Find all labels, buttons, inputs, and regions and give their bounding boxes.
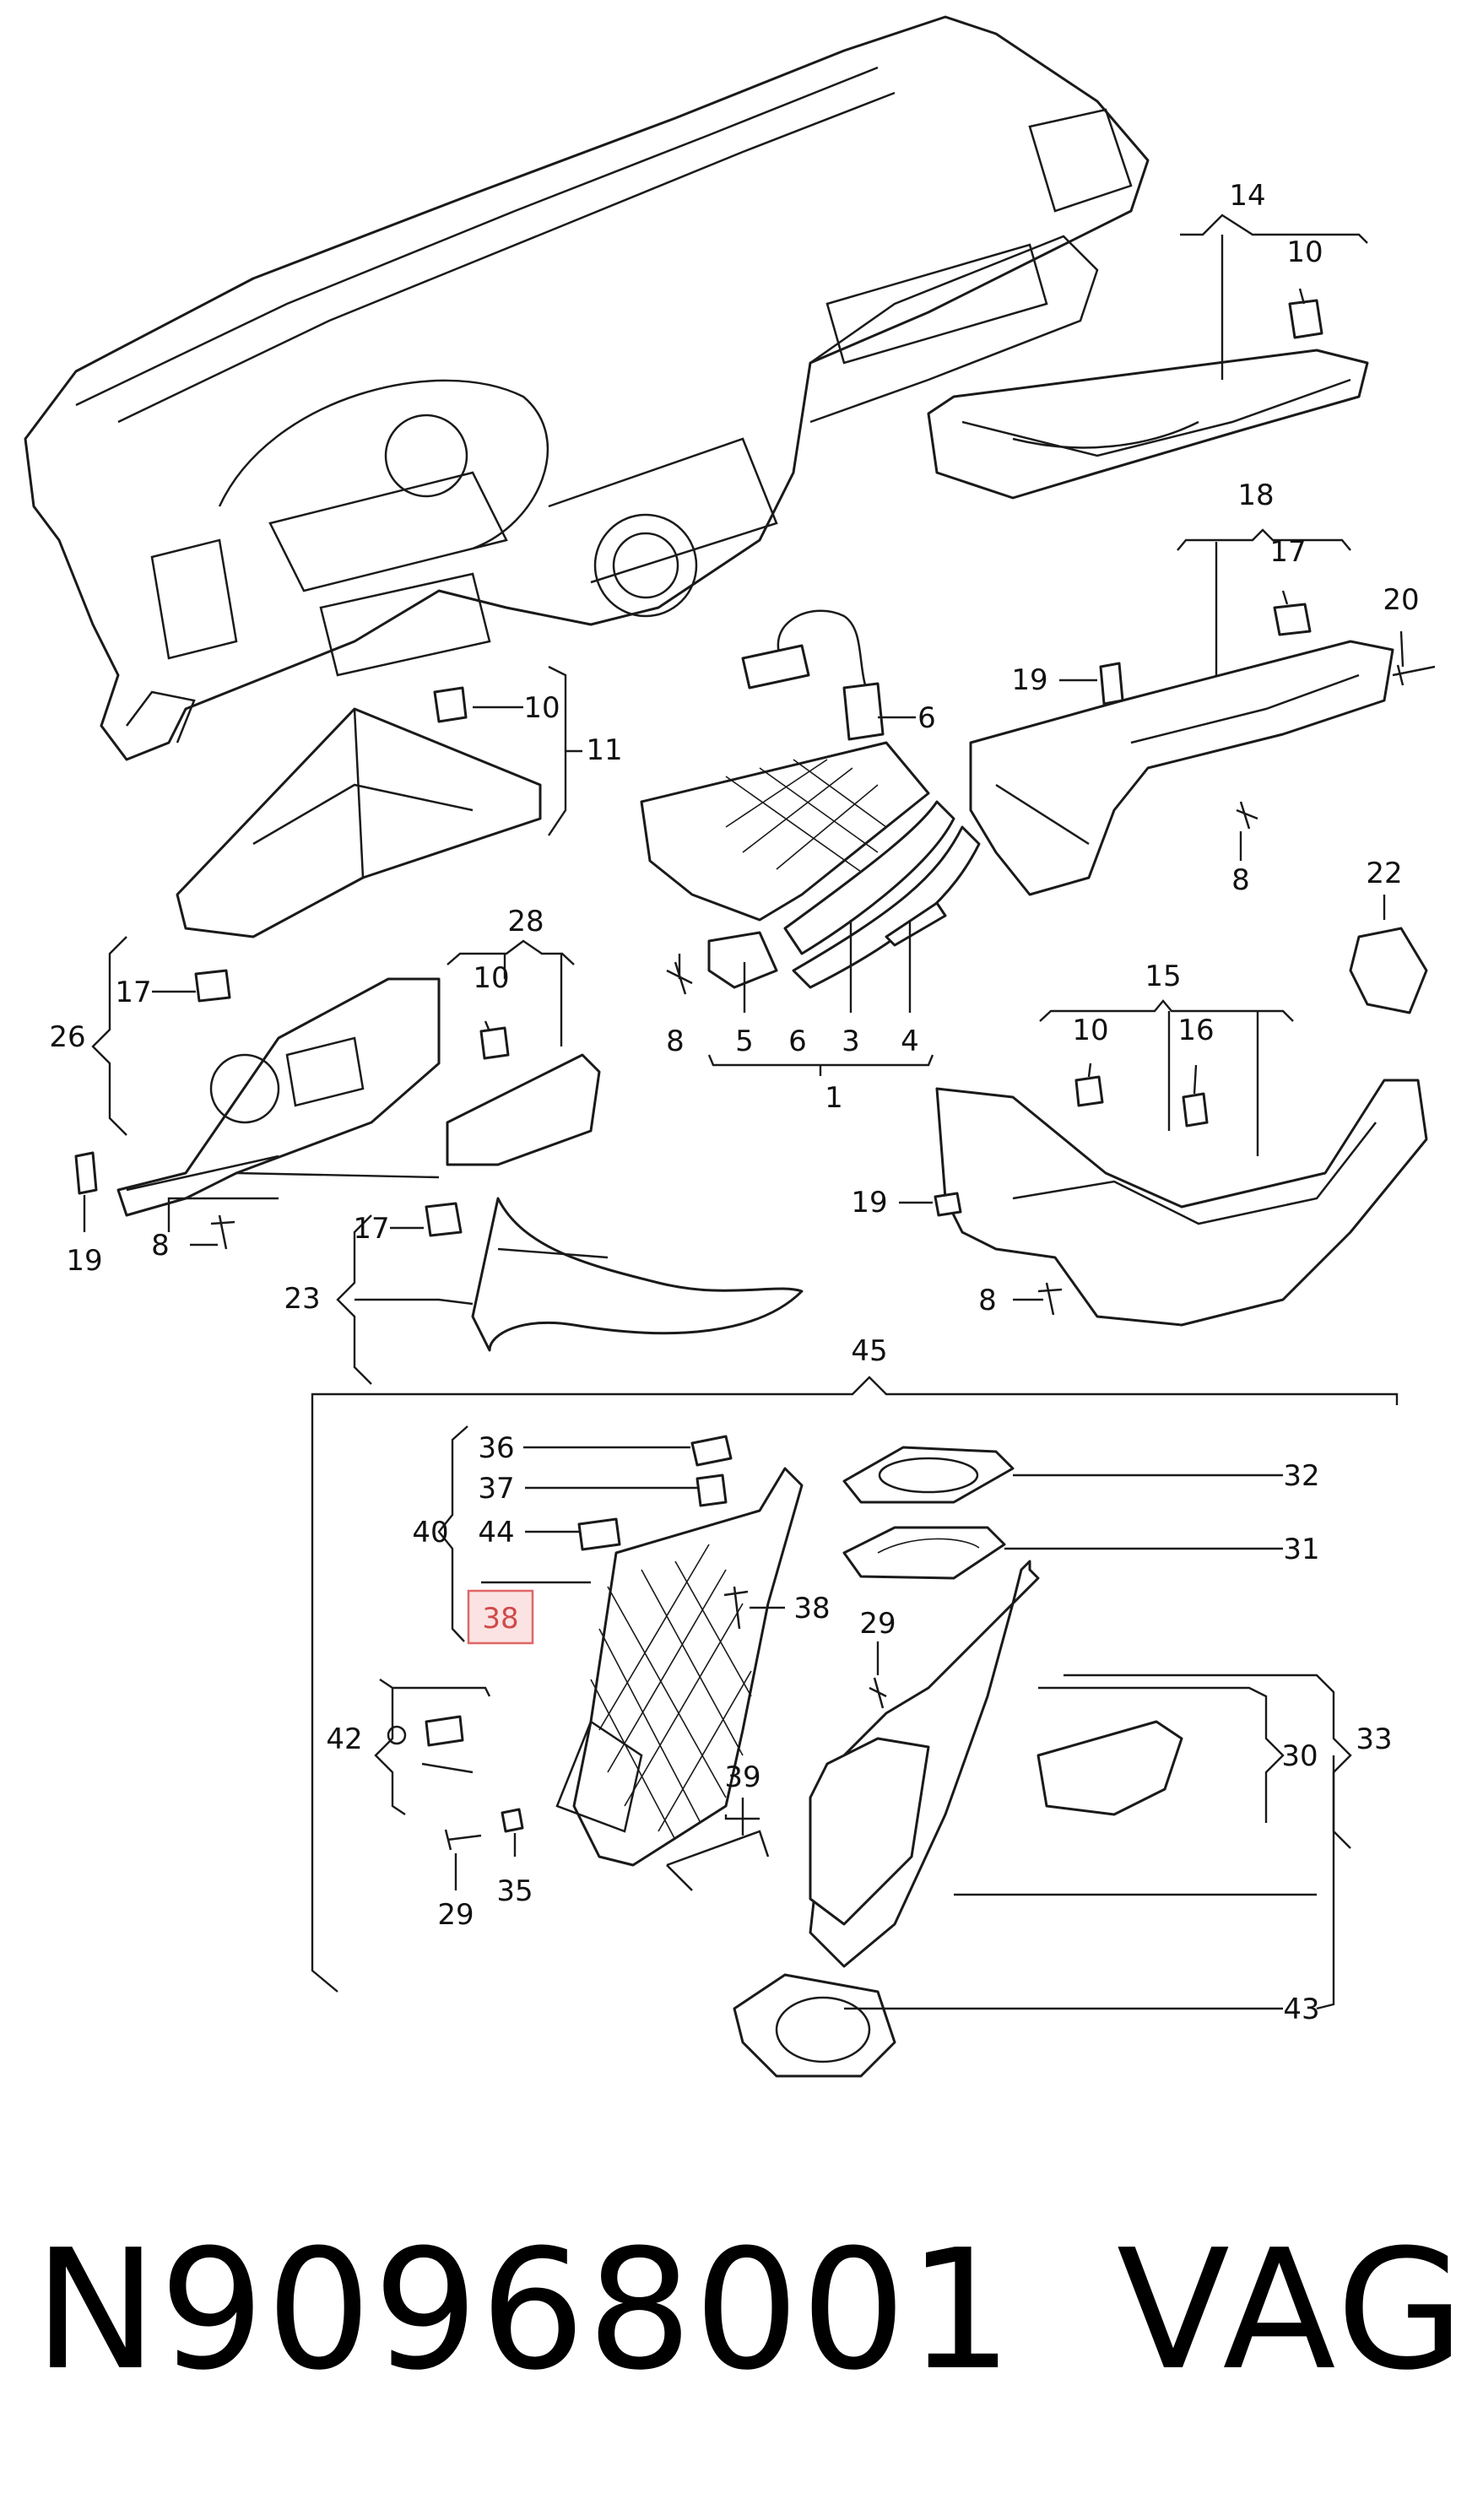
callout-10: 10: [523, 691, 560, 725]
part-29-screw-b: [444, 1829, 482, 1851]
callout-30: 30: [1281, 1739, 1318, 1773]
callout-8: 8: [978, 1284, 997, 1317]
part-26-illustration: [116, 977, 441, 1217]
part-42-illustration: [387, 1715, 474, 1774]
callout-31: 31: [1283, 1533, 1319, 1566]
part-8-screw-d: [1037, 1282, 1063, 1316]
part-40-lid-illustration: [555, 1467, 804, 1867]
part-44-clip: [577, 1517, 621, 1551]
part-19-clip-a: [1099, 662, 1124, 706]
part-23-illustration: [471, 1197, 804, 1352]
callout-6: 6: [788, 1025, 807, 1058]
callout-29: 29: [437, 1898, 474, 1932]
callout-3: 3: [842, 1025, 860, 1058]
part-17-clip-b: [194, 969, 231, 1003]
part-10-clip-b: [433, 686, 468, 723]
callout-26: 26: [49, 1020, 85, 1054]
callout-42: 42: [326, 1722, 362, 1756]
callout-1: 1: [825, 1081, 843, 1115]
callout-38: 38: [793, 1592, 830, 1625]
callout-5: 5: [735, 1025, 754, 1058]
part-32-illustration: [842, 1446, 1015, 1504]
callout-28: 28: [507, 905, 544, 938]
callout-10: 10: [473, 961, 509, 995]
part-17-clip-c: [425, 1202, 463, 1237]
part-20-bolt: [1392, 664, 1436, 686]
callout-4: 4: [901, 1025, 919, 1058]
callout-14: 14: [1229, 179, 1265, 213]
part-6-illustration: [741, 609, 885, 741]
callout-35: 35: [496, 1874, 533, 1908]
callout-8: 8: [666, 1025, 685, 1058]
part-11-illustration: [176, 707, 542, 938]
callout-29: 29: [859, 1607, 896, 1641]
part-1-glovebox-illustration: [640, 741, 981, 989]
brand-label: VAG: [1116, 2214, 1468, 2407]
part-19-clip-b: [74, 1151, 98, 1195]
callout-18: 18: [1237, 479, 1274, 512]
callout-10: 10: [1286, 235, 1323, 269]
callout-22: 22: [1366, 857, 1402, 890]
part-30-illustration: [1036, 1720, 1183, 1816]
part-33-illustration: [809, 1560, 1040, 1968]
callout-43: 43: [1283, 1993, 1319, 2026]
part-8-screw-a: [1236, 801, 1258, 830]
callout-38-highlighted: 38: [482, 1602, 518, 1636]
callout-15: 15: [1145, 960, 1181, 993]
part-number: N90968001: [34, 2214, 1015, 2407]
callout-44: 44: [478, 1516, 514, 1549]
callout-19: 19: [66, 1244, 102, 1278]
callout-19: 19: [851, 1186, 887, 1219]
part-22-illustration: [1349, 927, 1428, 1014]
highlight-box-38: [467, 1589, 534, 1645]
part-39-rod: [666, 1830, 770, 1891]
callout-37: 37: [478, 1472, 514, 1506]
dashboard-illustration: [24, 15, 1150, 761]
callout-labels: 14 10 18 17 20 19 8 6 10 11 22 28 17 26 …: [49, 179, 1419, 2026]
part-38-screw: [723, 1586, 749, 1630]
callout-6: 6: [917, 701, 936, 735]
part-14-illustration: [927, 349, 1369, 500]
callout-23: 23: [284, 1282, 320, 1316]
callout-8: 8: [1231, 863, 1250, 897]
callout-45: 45: [851, 1334, 887, 1368]
callout-36: 36: [478, 1431, 514, 1465]
part-37-clip: [695, 1474, 728, 1507]
part-28-illustration: [446, 1053, 601, 1166]
callout-8: 8: [151, 1229, 170, 1263]
part-31-illustration: [842, 1526, 1006, 1580]
part-10-clip-d: [1074, 1075, 1104, 1107]
part-8-screw-c: [210, 1214, 235, 1250]
callout-33: 33: [1356, 1722, 1392, 1756]
part-10-clip-a: [1288, 299, 1323, 339]
bracket-1: [707, 1054, 934, 1076]
bracket-45: [311, 1376, 1399, 1993]
callout-20: 20: [1383, 583, 1419, 617]
part-36-clip: [690, 1435, 733, 1467]
part-17-clip-a: [1273, 603, 1312, 636]
callout-17: 17: [115, 976, 151, 1009]
leader-lines: [83, 214, 1405, 2010]
callout-17: 17: [1269, 535, 1306, 569]
callout-16: 16: [1177, 1014, 1214, 1047]
callout-11: 11: [586, 733, 622, 767]
part-10-clip-c: [479, 1026, 510, 1060]
part-18-illustration: [969, 640, 1394, 896]
callout-40: 40: [412, 1516, 448, 1549]
callout-19: 19: [1011, 663, 1047, 697]
part-35-nut: [501, 1808, 524, 1833]
part-19-clip-c: [934, 1192, 962, 1217]
part-29-screw-a: [869, 1677, 887, 1709]
part-16-clip: [1182, 1092, 1209, 1128]
callout-39: 39: [724, 1760, 760, 1794]
callout-10: 10: [1072, 1014, 1108, 1047]
part-43-illustration: [733, 1973, 896, 2078]
part-15-illustration: [935, 1079, 1428, 1327]
callout-17: 17: [353, 1212, 389, 1246]
callout-32: 32: [1283, 1459, 1319, 1493]
